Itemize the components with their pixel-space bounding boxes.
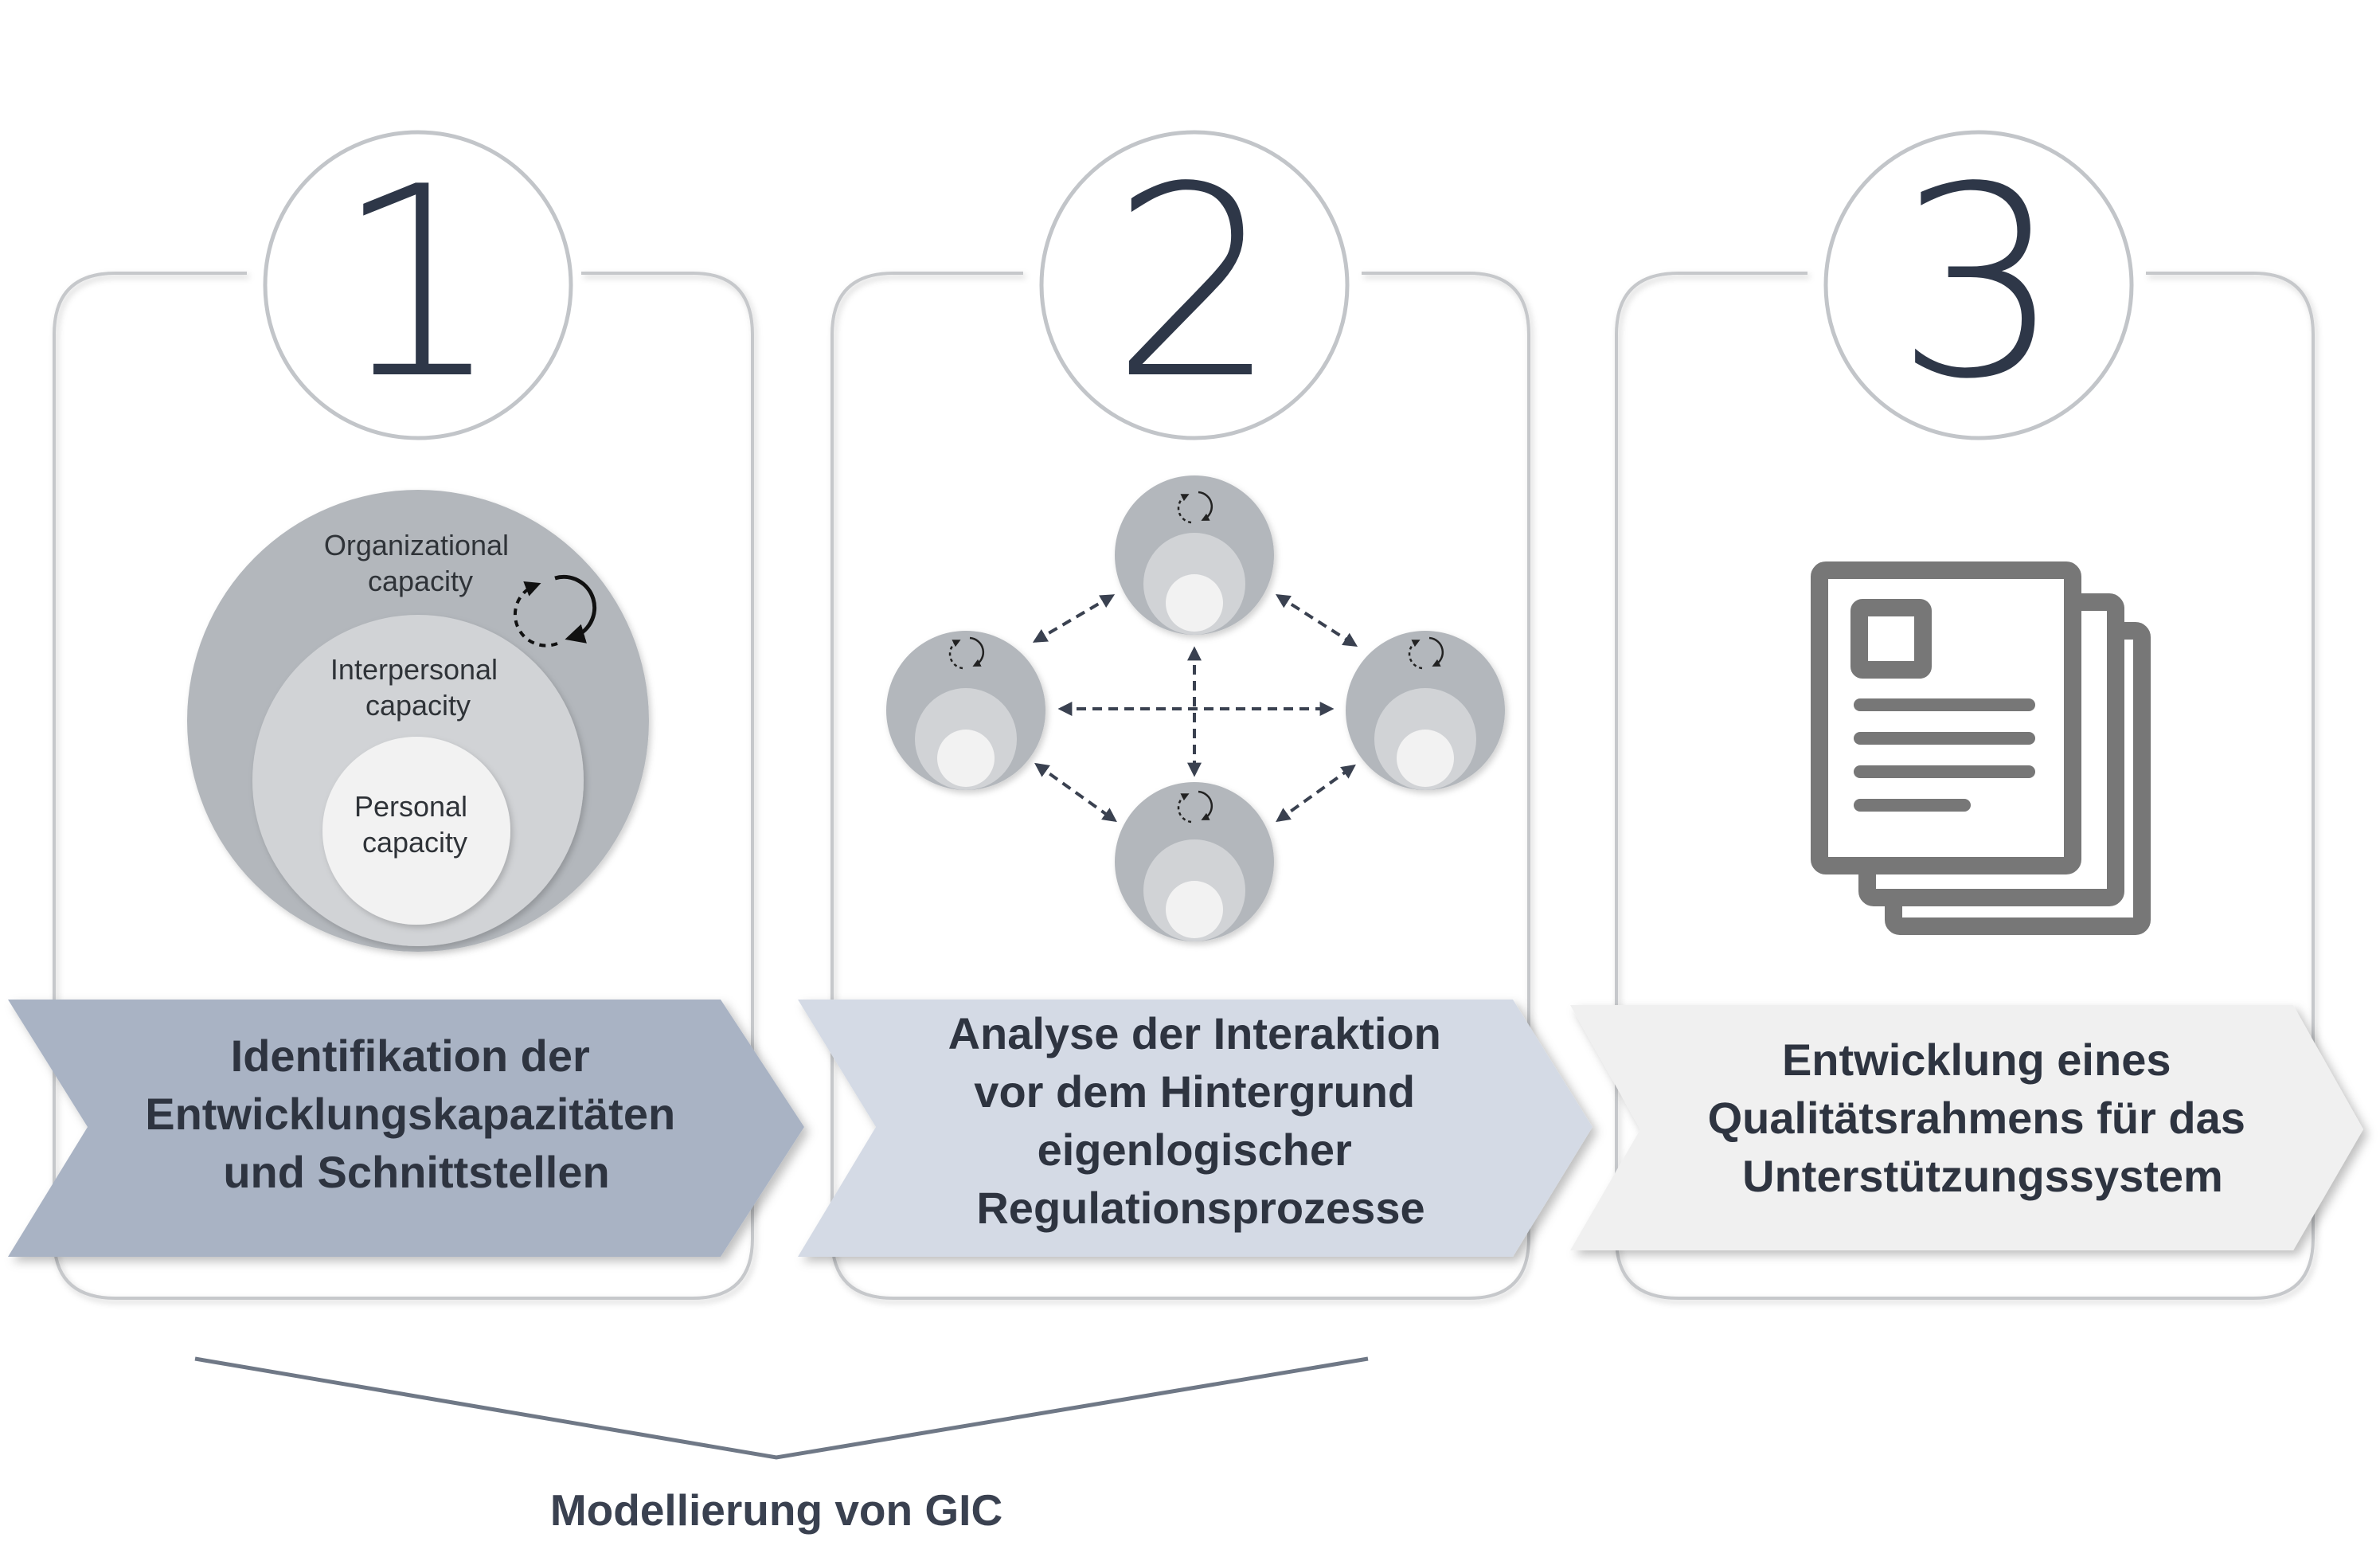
personal-capacity-circle bbox=[322, 737, 510, 925]
step-1-panel: 1 Organizational capacity Interpersonal … bbox=[8, 130, 804, 1300]
cycle-arrows-icon bbox=[1177, 491, 1213, 524]
interaction-network bbox=[886, 475, 1505, 941]
step-2-banner bbox=[798, 1000, 1593, 1257]
node-right bbox=[1346, 631, 1505, 790]
step-1-banner bbox=[8, 1000, 804, 1257]
step-2-number-circle bbox=[1039, 130, 1350, 440]
step-3-title: Entwicklung eines Qualitätsrahmens für d… bbox=[1708, 1035, 2258, 1201]
personal-capacity-label: Personal capacity bbox=[354, 790, 475, 859]
document-stack-icon bbox=[1811, 561, 2151, 935]
step-3-frame bbox=[1615, 272, 2315, 1300]
cycle-arrows-icon bbox=[1177, 790, 1213, 824]
arrow-top-right bbox=[1275, 594, 1358, 647]
node-top bbox=[1115, 475, 1274, 635]
step-1-number: 1 bbox=[334, 131, 502, 436]
cycle-arrows-icon bbox=[948, 636, 985, 670]
step-2-frame bbox=[830, 272, 1530, 1300]
step-2-title: Analyse der Interaktion vor dem Hintergr… bbox=[948, 1008, 1454, 1233]
step-2-panel: 2 bbox=[798, 130, 1593, 1300]
cycle-arrows-icon bbox=[1408, 636, 1444, 670]
arrow-bottom-right bbox=[1276, 764, 1356, 823]
capacity-model: Organizational capacity Interpersonal ca… bbox=[187, 490, 649, 952]
gic-modeling-label: Modellierung von GIC bbox=[550, 1485, 1002, 1535]
step-3-number: 3 bbox=[1895, 131, 2062, 436]
node-left bbox=[886, 631, 1045, 790]
step-3-banner bbox=[1570, 1005, 2363, 1250]
organizational-capacity-label: Organizational capacity bbox=[324, 529, 517, 597]
interpersonal-capacity-label: Interpersonal capacity bbox=[330, 653, 506, 722]
node-bottom bbox=[1115, 782, 1274, 941]
step-3-number-circle bbox=[1823, 130, 2134, 440]
step-3-panel: 3 Entwicklung eines Qualitätsrahmens für… bbox=[1570, 130, 2363, 1300]
arrow-left-bottom bbox=[1034, 762, 1117, 823]
step-1-number-circle bbox=[263, 130, 573, 440]
gic-brace: Modellierung von GIC bbox=[194, 1356, 1369, 1535]
cycle-arrows-icon bbox=[513, 574, 597, 648]
step-1-frame bbox=[53, 272, 754, 1300]
step-2-number: 2 bbox=[1111, 131, 1278, 436]
step-1-title: Identifikation der Entwicklungskapazität… bbox=[145, 1031, 688, 1197]
arrow-left-top bbox=[1032, 594, 1116, 643]
brace-line bbox=[194, 1356, 1369, 1460]
